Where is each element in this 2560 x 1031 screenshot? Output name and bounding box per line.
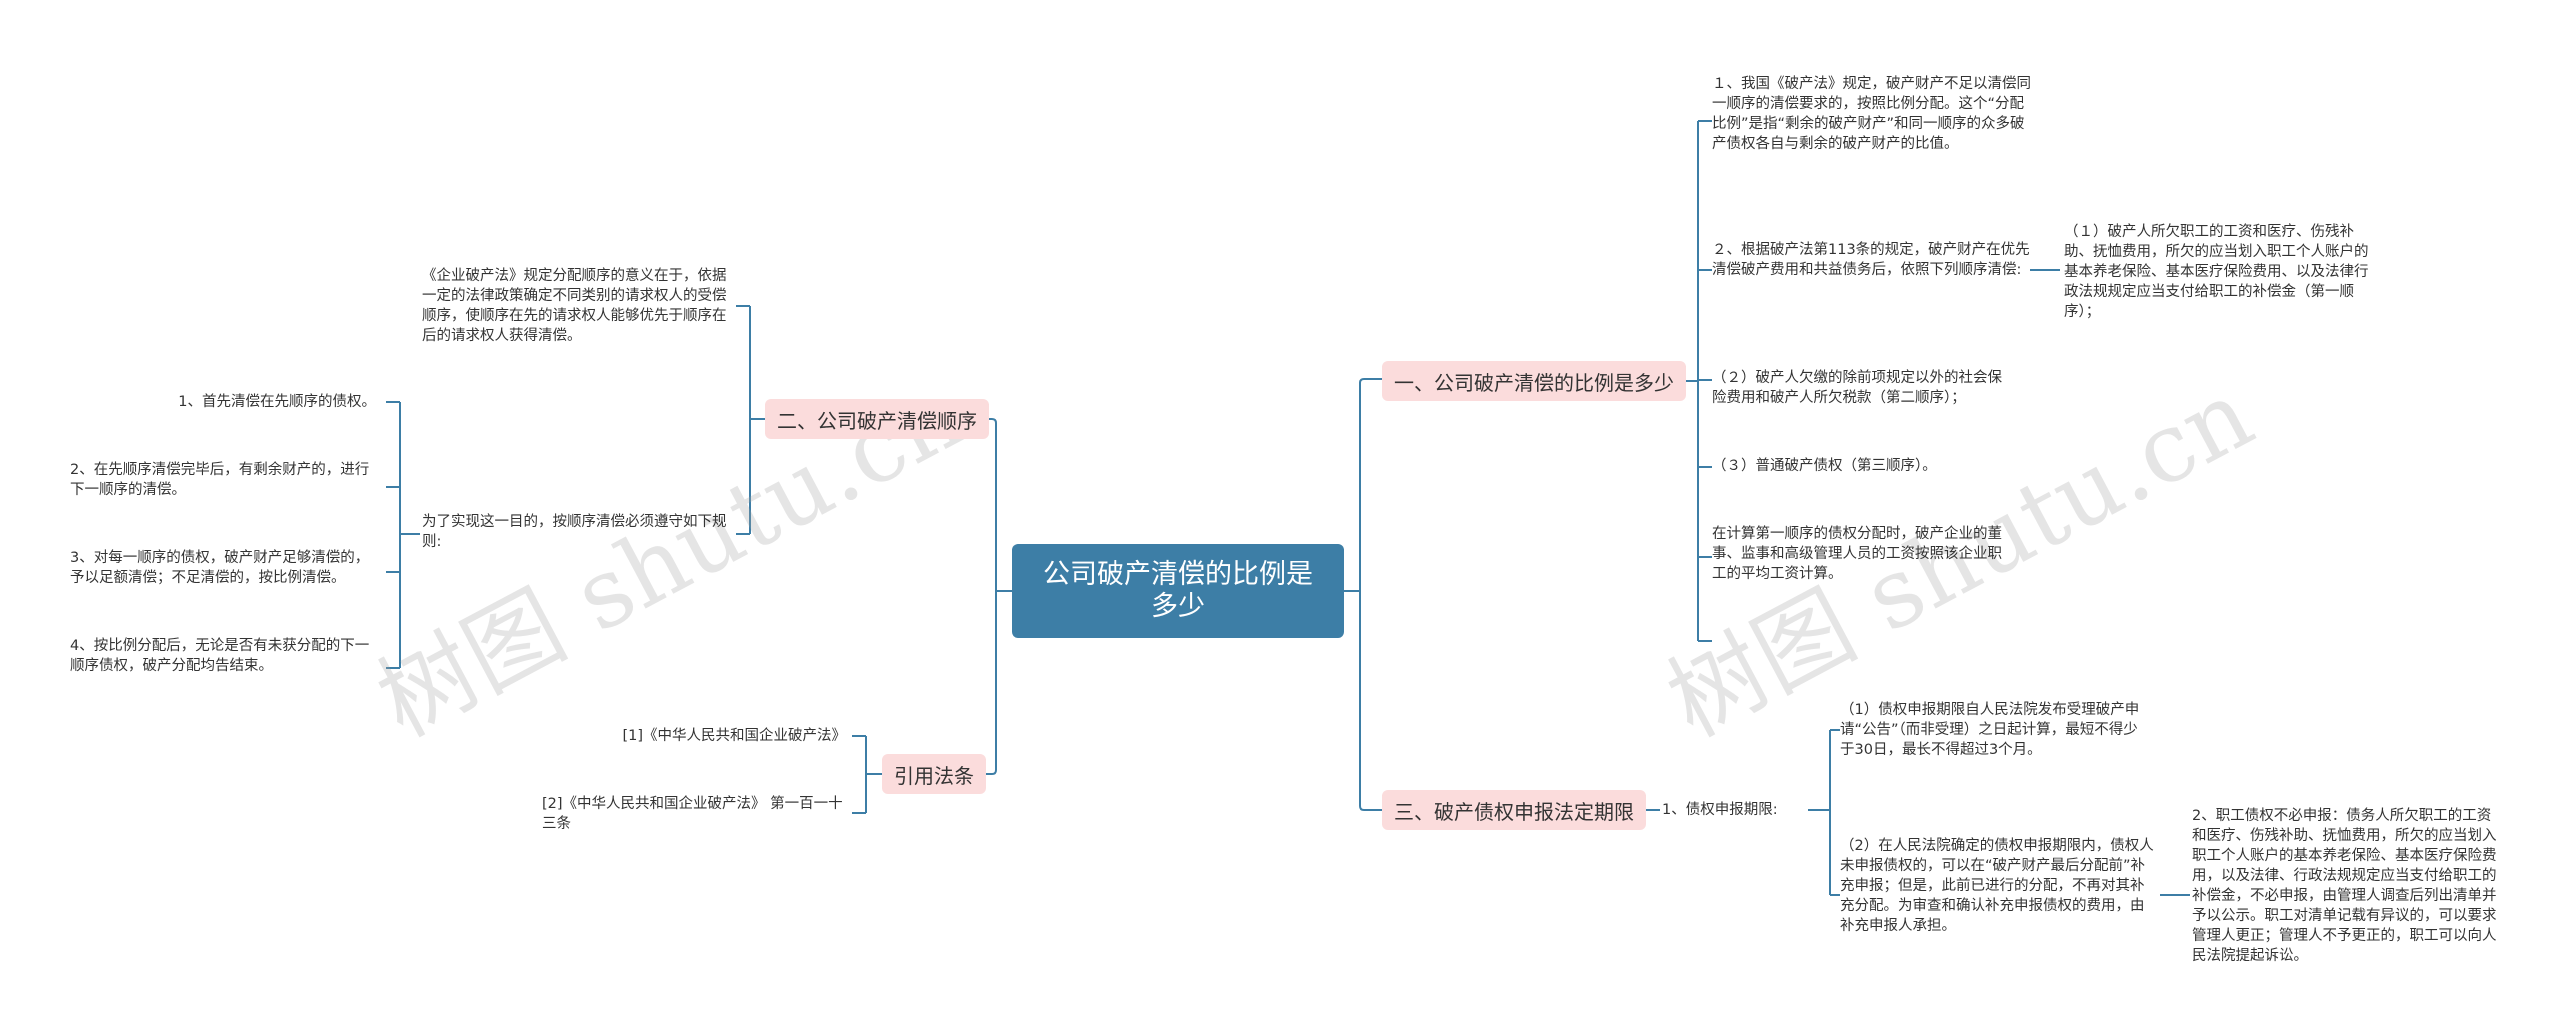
link-root-b2 (982, 418, 1012, 592)
branch-label: 二、公司破产清偿顺序 (777, 408, 977, 433)
leaf-reference-1: [1]《中华人民共和国企业破产法》 (622, 728, 846, 744)
leaf-deadline-2: （2）在人民法院确定的债权申报期限内，债权人未申报债权的，可以在“破产财产最后分… (1840, 838, 2154, 934)
leaf-order-rule-4: 4、按比例分配后，无论是否有未获分配的下一顺序债权，破产分配均告结束。 (70, 638, 370, 674)
branch-label: 三、破产债权申报法定期限 (1394, 799, 1634, 824)
branch-node-order[interactable]: 二、公司破产清偿顺序 (765, 399, 989, 439)
leaf-order-rule-2: 2、在先顺序清偿完毕后，有剩余财产的，进行下一顺序的清偿。 (70, 462, 370, 498)
link-root-b3 (1359, 591, 1382, 811)
root-title: 公司破产清偿的比例是多少 (1043, 559, 1313, 622)
leaf-reference-2: [2]《中华人民共和国企业破产法》 第一百一十三条 (542, 796, 843, 832)
leaf-ratio-5: 在计算第一顺序的债权分配时，破产企业的董事、监事和高级管理人员的工资按照该企业职… (1712, 526, 2002, 582)
leaf-ratio-3: （２）破产人欠缴的除前项规定以外的社会保险费用和破产人所欠税款（第二顺序）； (1712, 370, 2002, 406)
leaf-ratio-2-sub: （１）破产人所欠职工的工资和医疗、伤残补助、抚恤费用，所欠的应当划入职工个人账户… (2064, 224, 2369, 320)
leaf-order-rule-3: 3、对每一顺序的债权，破产财产足够清偿的，予以足额清偿；不足清偿的，按比例清偿。 (70, 550, 370, 586)
branch-label: 一、公司破产清偿的比例是多少 (1394, 370, 1674, 395)
link-root-b4 (982, 591, 997, 775)
leaf-order-rule: 为了实现这一目的，按顺序清偿必须遵守如下规则: (422, 514, 727, 550)
leaf-ratio-2: ２、根据破产法第113条的规定，破产财产在优先清偿破产费用和共益债务后，依照下列… (1712, 242, 2030, 278)
branch-node-references[interactable]: 引用法条 (882, 754, 986, 794)
leaf-order-rule-1: 1、首先清偿在先顺序的债权。 (178, 394, 376, 410)
leaf-order-intro: 《企业破产法》规定分配顺序的意义在于，依据一定的法律政策确定不同类别的请求权人的… (422, 268, 727, 344)
branch-label: 引用法条 (894, 763, 974, 788)
leaf-deadline-note: 2、职工债权不必申报：债务人所欠职工的工资和医疗、伤残补助、抚恤费用，所欠的应当… (2192, 808, 2497, 964)
branch-node-ratio[interactable]: 一、公司破产清偿的比例是多少 (1382, 361, 1686, 401)
leaf-deadline-1: （1）债权申报期限自人民法院发布受理破产申请“公告”（而非受理）之日起计算，最短… (1840, 702, 2140, 758)
root-node[interactable]: 公司破产清偿的比例是多少 (1012, 544, 1344, 638)
leaf-ratio-1: １、我国《破产法》规定，破产财产不足以清偿同一顺序的清偿要求的，按照比例分配。这… (1712, 76, 2031, 152)
branch-node-deadline[interactable]: 三、破产债权申报法定期限 (1382, 790, 1646, 830)
leaf-deadline-sub: 1、债权申报期限: (1662, 802, 1778, 818)
link-root-b1 (1344, 378, 1382, 592)
leaf-ratio-4: （３）普通破产债权（第三顺序）。 (1712, 458, 1937, 474)
